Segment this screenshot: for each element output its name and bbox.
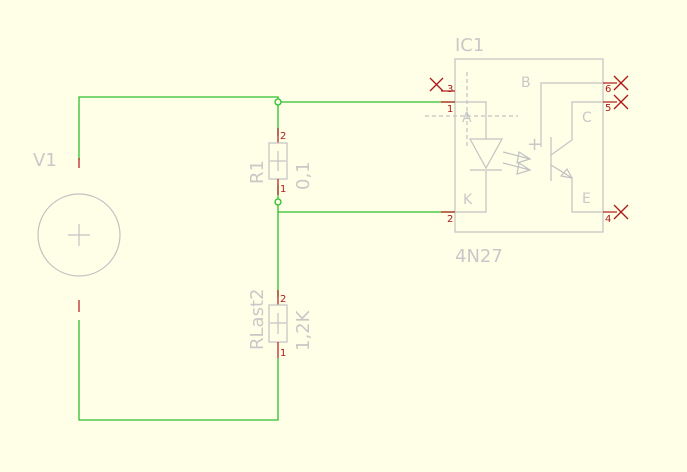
wires [78, 96, 455, 421]
rlast2-pin-bottom-number: 1 [280, 348, 286, 359]
junction-dot-mid [274, 198, 282, 206]
ic1-base-label: B [521, 75, 531, 91]
emitter-arrow-icon [559, 167, 574, 179]
wire-top-loop[interactable] [78, 96, 279, 160]
voltage-source-v1[interactable]: V1 [33, 150, 121, 312]
ic1-emitter-label: E [582, 191, 591, 207]
ic1-pin5-number: 5 [605, 103, 611, 114]
no-connect-pin3-icon [429, 77, 444, 92]
wire-bottom-loop[interactable] [78, 320, 279, 421]
r1-pin-top-number: 2 [280, 131, 286, 142]
ic1-name-label: IC1 [455, 35, 484, 56]
no-connect-pin4-icon [613, 204, 629, 220]
ic1-pin2-number: 2 [447, 214, 453, 225]
ic1-anode-lead [455, 101, 487, 139]
resistor-rlast2[interactable]: 2 1 RLast2 1,2K [247, 289, 314, 359]
ic1-collector-lead [550, 101, 603, 156]
ic1-collector-label: C [582, 110, 592, 126]
ic1-pin6-number: 6 [605, 84, 611, 95]
v1-body [37, 193, 121, 277]
ic1-cathode-label: K [463, 192, 473, 208]
junction-dot-top [274, 98, 282, 106]
ic1-optocoupler[interactable]: IC1 4N27 A K B C E + [425, 35, 629, 267]
v1-name-label: V1 [33, 150, 57, 171]
resistor-r1[interactable]: 2 1 R1 0,1 [247, 128, 314, 195]
ic1-body [454, 58, 604, 233]
rlast2-value-label: 1,2K [293, 309, 314, 351]
ic1-base-lead [540, 82, 603, 147]
led-triangle-icon [468, 138, 504, 170]
r1-pin-bottom-number: 1 [280, 184, 286, 195]
no-connect-pin6-icon [613, 75, 629, 91]
ic1-part-label: 4N27 [455, 246, 503, 267]
ic1-cathode-lead [455, 171, 487, 213]
ic1-plus-label: + [527, 134, 542, 155]
ic1-emitter-lead [550, 164, 603, 213]
ic1-pin3-number: 3 [447, 84, 453, 95]
rlast2-pin-top-number: 2 [280, 294, 286, 305]
ic1-pin4-number: 4 [605, 214, 611, 225]
r1-name-label: R1 [247, 160, 268, 184]
r1-value-label: 0,1 [293, 161, 314, 190]
no-connect-pin5-icon [613, 94, 629, 110]
ic1-pin1-number: 1 [447, 104, 453, 115]
rlast2-name-label: RLast2 [247, 289, 268, 350]
light-arrows-icon [502, 151, 532, 175]
